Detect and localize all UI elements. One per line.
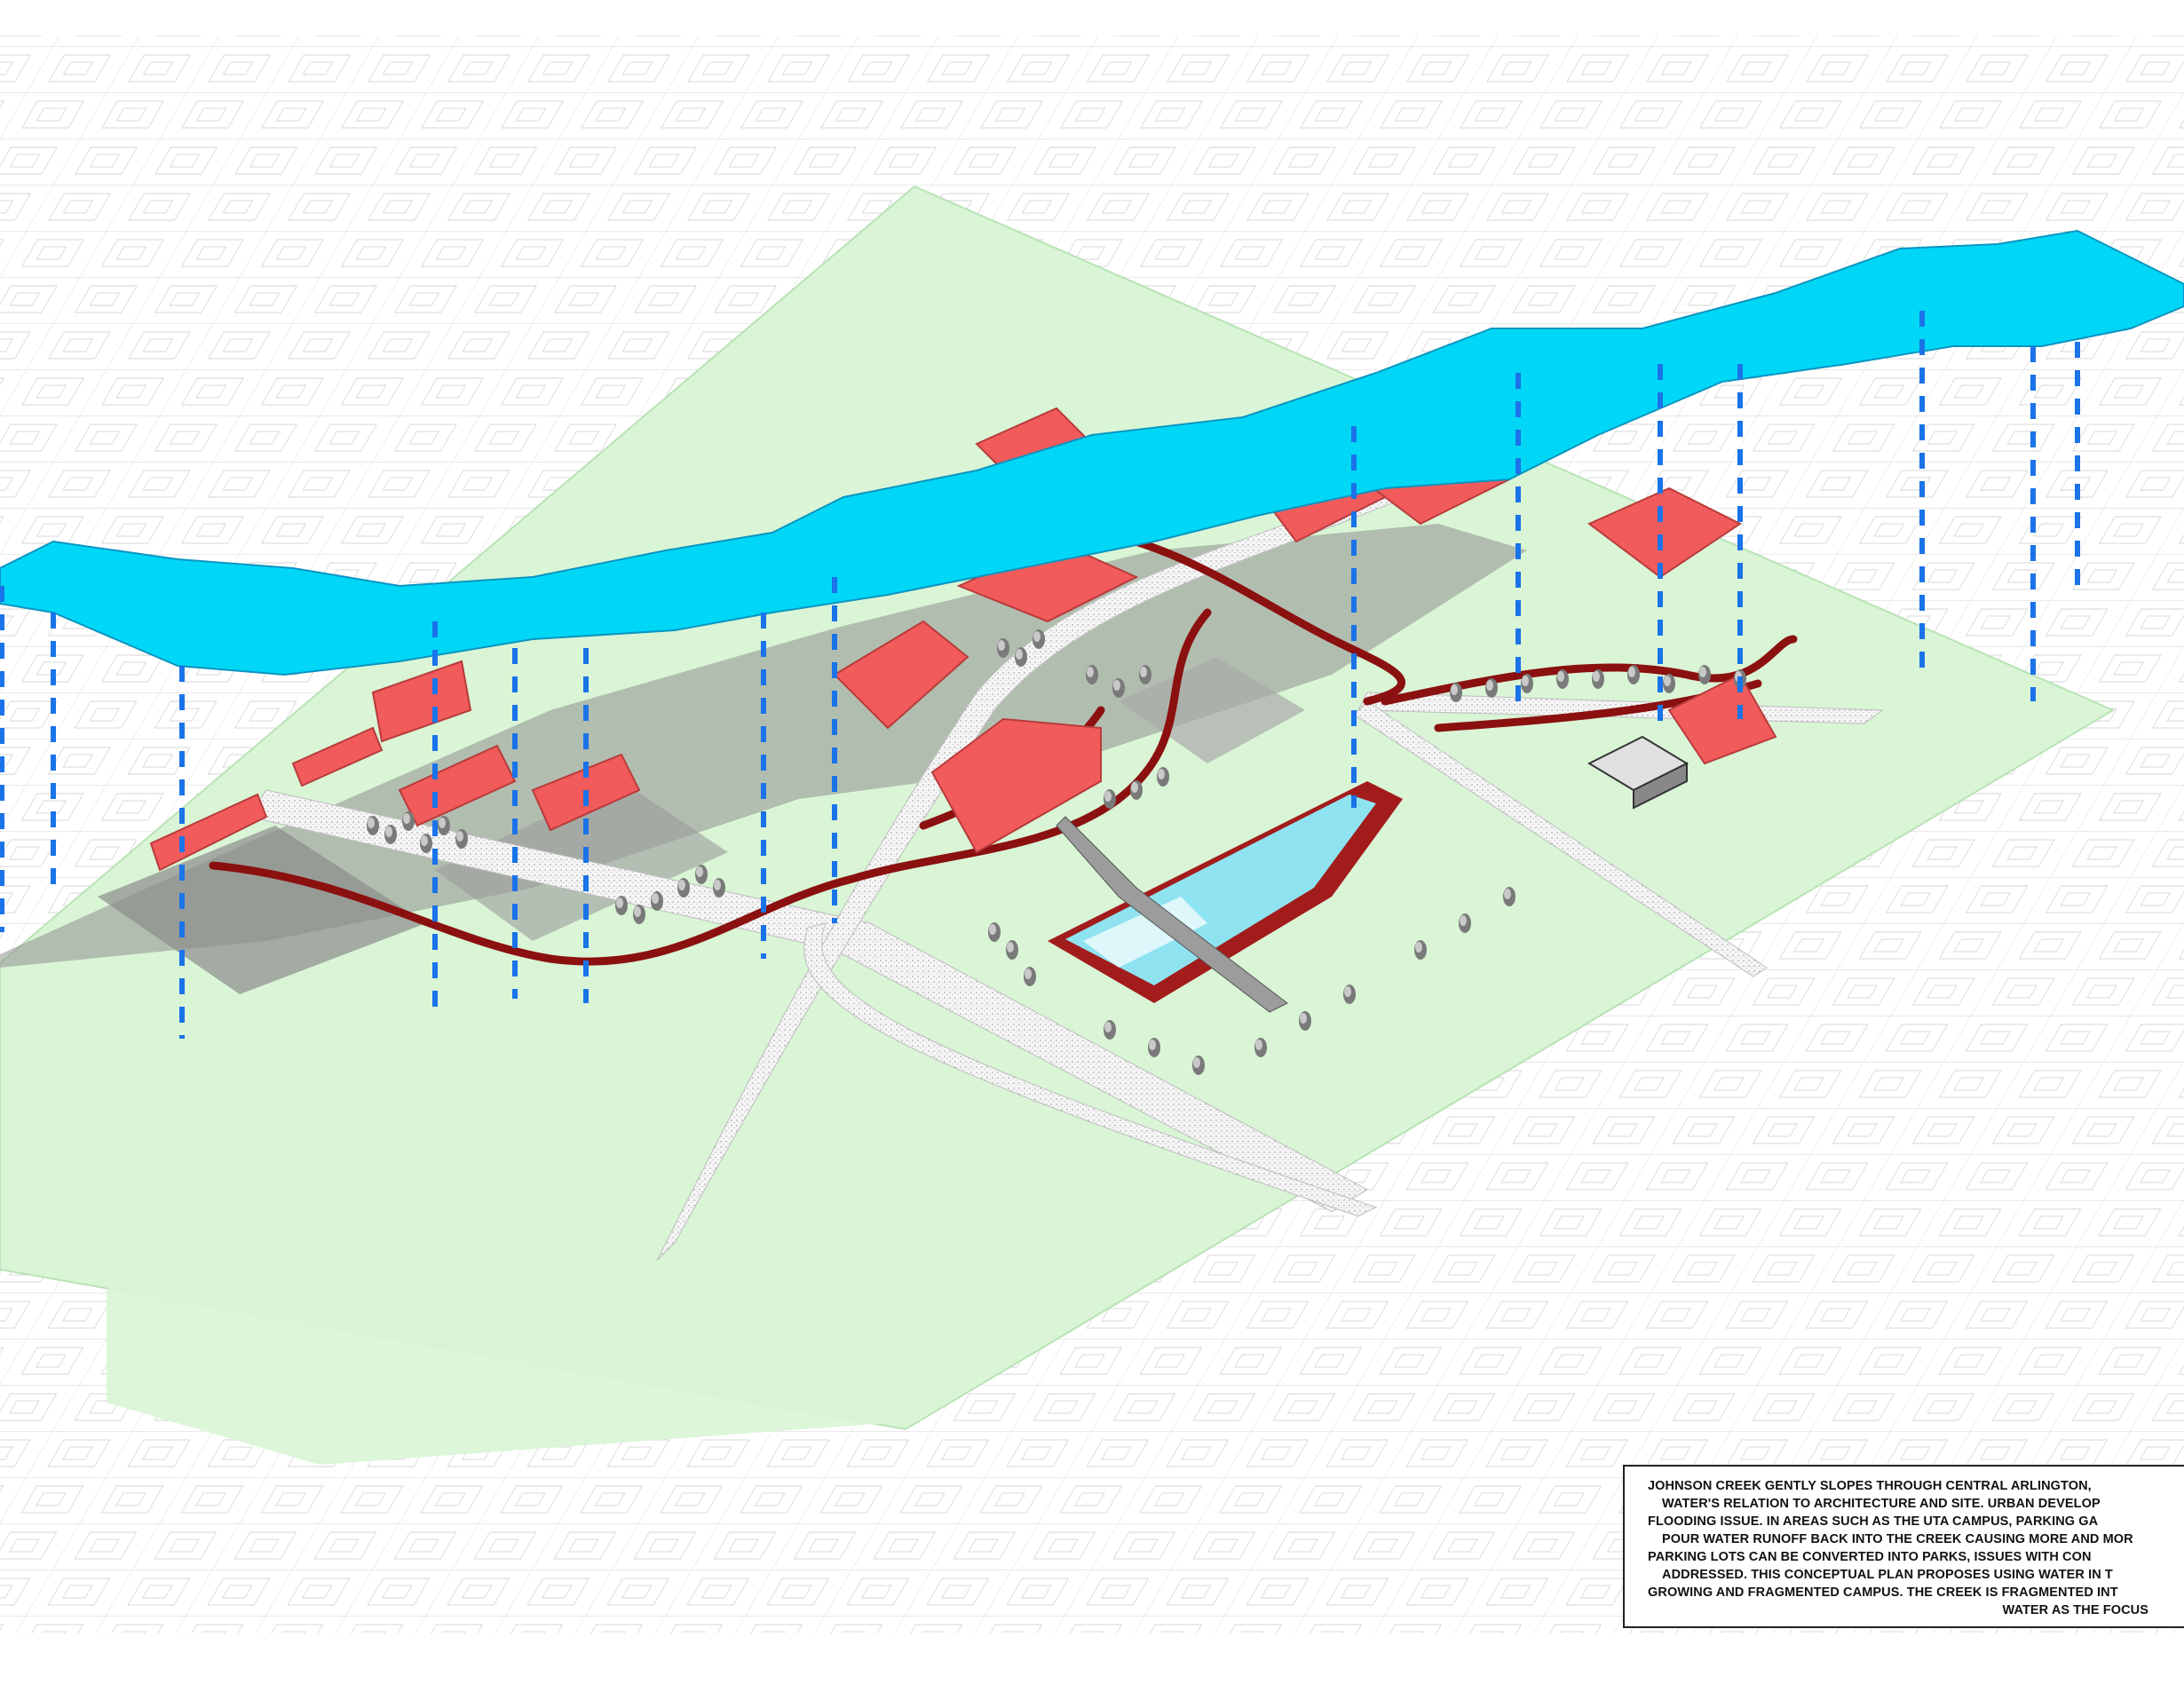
pool-bridge: [1056, 816, 1288, 1013]
caption-line: GROWING AND FRAGMENTED CAMPUS. THE CREEK…: [1648, 1585, 2118, 1600]
aquatic-center-building: [1587, 735, 1689, 810]
project-description-box: JOHNSON CREEK GENTLY SLOPES THROUGH CENT…: [1623, 1465, 2184, 1628]
building-block: [291, 726, 384, 787]
road-south: [803, 922, 1378, 1217]
caption-line: POUR WATER RUNOFF BACK INTO THE CREEK CA…: [1662, 1532, 2133, 1546]
road-southeast: [1353, 700, 1768, 977]
caption-line: JOHNSON CREEK GENTLY SLOPES THROUGH CENT…: [1648, 1479, 2092, 1493]
caption-line: WATER'S RELATION TO ARCHITECTURE AND SIT…: [1662, 1497, 2101, 1511]
building-block: [1667, 673, 1777, 765]
creek-drop-lines: [0, 311, 2080, 1039]
caption-line: FLOODING ISSUE. IN AREAS SUCH AS THE UTA…: [1648, 1514, 2099, 1529]
building-block: [930, 717, 1102, 854]
caption-line: PARKING LOTS CAN BE CONVERTED INTO PARKS…: [1648, 1550, 2092, 1564]
parking-lot-east: [1119, 657, 1305, 763]
building-block: [833, 620, 969, 730]
caption-line: ADDRESSED. THIS CONCEPTUAL PLAN PROPOSES…: [1662, 1568, 2113, 1582]
building-block: [371, 660, 472, 743]
pool-lanes: [1083, 897, 1207, 968]
creek-shadow: [0, 524, 1527, 968]
aquatic-center: [1048, 781, 1403, 1013]
johnson-creek-ribbon: [0, 229, 2184, 676]
caption-line: WATER AS THE FOCUS: [2002, 1603, 2148, 1617]
building-block: [1587, 486, 1742, 579]
site-parcel-lower: [107, 959, 923, 1465]
site-parcel: [0, 185, 2116, 1431]
